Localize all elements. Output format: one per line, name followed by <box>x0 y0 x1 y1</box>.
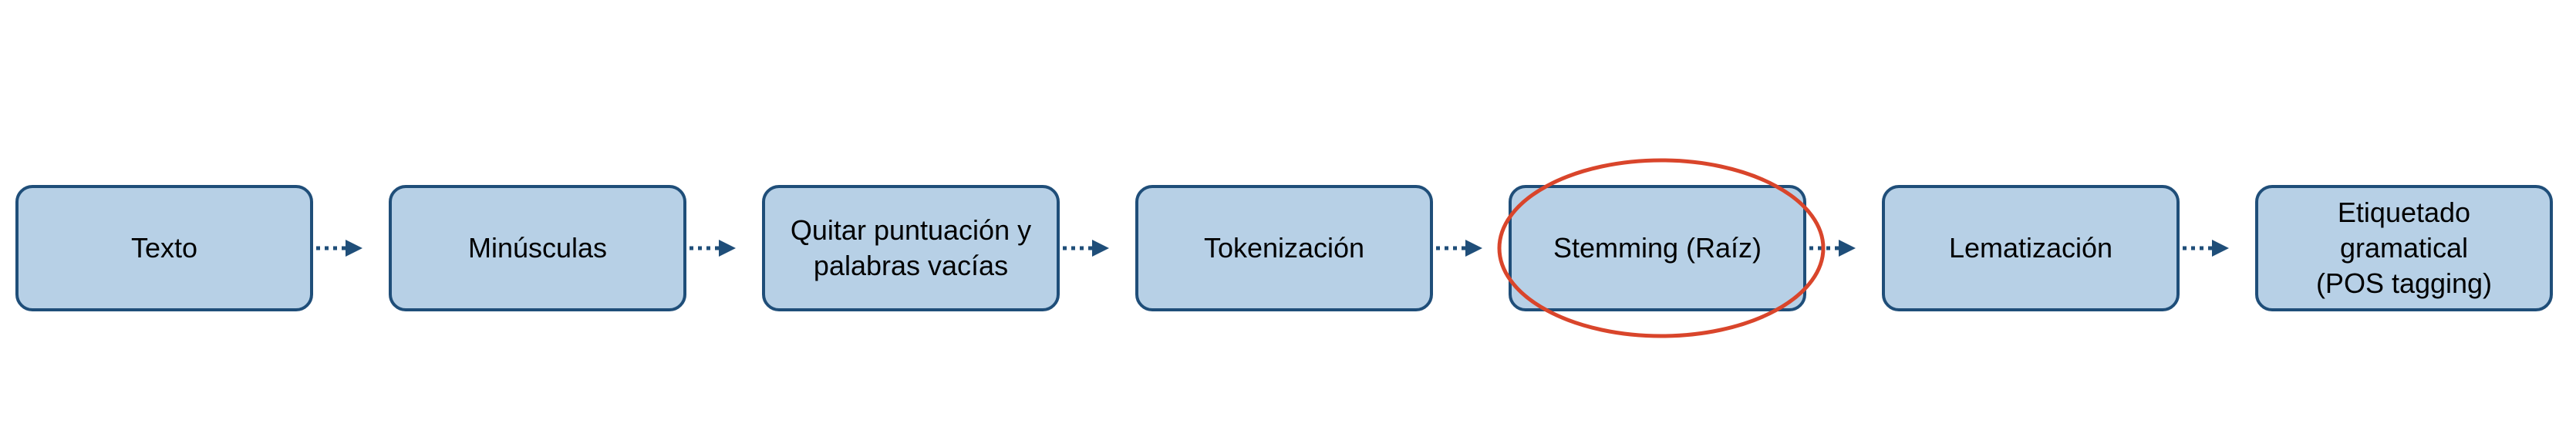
step-label: Lematización <box>1948 232 2113 264</box>
step-label: Quitar puntuación y palabras vacías <box>790 214 1032 281</box>
step-stemming: Stemming (Raíz) <box>1509 185 1806 311</box>
arrow-3 <box>1063 240 1109 257</box>
step-lematizacion: Lematización <box>1882 185 2180 311</box>
step-label: Etiquetado gramatical (POS tagging) <box>2315 197 2493 299</box>
arrow-2 <box>690 240 736 257</box>
step-texto: Texto <box>15 185 313 311</box>
step-quitar-puntuacion: Quitar puntuación y palabras vacías <box>762 185 1060 311</box>
step-label: Tokenización <box>1203 232 1365 264</box>
step-label: Texto <box>130 232 198 264</box>
step-tokenizacion: Tokenización <box>1135 185 1433 311</box>
arrow-1 <box>316 240 362 257</box>
arrow-6 <box>2183 240 2229 257</box>
arrow-5 <box>1809 240 1856 257</box>
step-minusculas: Minúsculas <box>389 185 686 311</box>
step-label: Minúsculas <box>467 232 608 264</box>
step-label: Stemming (Raíz) <box>1553 232 1762 264</box>
step-etiquetado: Etiquetado gramatical (POS tagging) <box>2255 185 2553 311</box>
arrow-4 <box>1436 240 1482 257</box>
